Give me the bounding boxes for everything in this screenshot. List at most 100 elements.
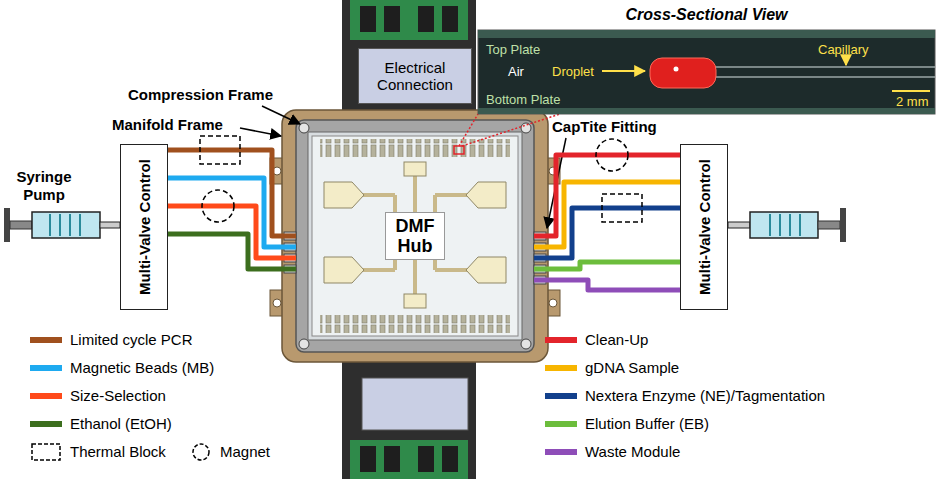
plunger-handle: [840, 208, 846, 242]
frame-window: [308, 132, 522, 340]
legend-item: Magnetic Beads (MB): [30, 358, 214, 378]
droplet: [650, 58, 716, 88]
legend-text: gDNA Sample: [585, 359, 679, 377]
capillary-wall: [712, 66, 935, 68]
legend-text: Thermal Block: [70, 443, 166, 461]
part-label: Bottom Plate: [486, 92, 560, 107]
part-label: Manifold Frame: [112, 116, 223, 134]
connector-board: [350, 0, 468, 40]
tubing-line: [534, 280, 680, 290]
top-plate: [478, 30, 935, 38]
legend-item: Limited cycle PCR: [30, 330, 193, 350]
zoom-line: [462, 114, 560, 146]
legend-text: Magnet: [220, 443, 270, 461]
legend-item: gDNA Sample: [545, 358, 679, 378]
connector-box: Electrical Connection: [358, 48, 472, 104]
tubing-line: [534, 208, 680, 258]
thermal-block-symbol: [32, 444, 60, 460]
electrical-connector: [362, 378, 468, 430]
legend-text: Magnetic Beads (MB): [70, 359, 214, 377]
legend-text: Nextera Enzyme (NE)/Tagmentation: [585, 387, 825, 405]
connector-housing: [342, 362, 476, 479]
node-title: Multi-Valve Control: [696, 159, 713, 295]
syringe-needle: [728, 222, 750, 228]
legend-text: Clean-Up: [585, 331, 648, 349]
screw: [521, 123, 531, 133]
scale-bar: [892, 90, 930, 92]
part-label: Syringe Pump: [4, 168, 84, 204]
legend-swatch: [30, 421, 62, 427]
node-title: Cross-Sectional View: [478, 6, 935, 24]
pointer-arrow: [845, 58, 847, 65]
node-title: Multi-Valve Control: [136, 159, 153, 295]
legend-item: Ethanol (EtOH): [30, 414, 172, 434]
legend-item: Waste Module: [545, 442, 680, 462]
mount-hole: [273, 299, 281, 307]
reservoir-electrode: [466, 257, 506, 283]
zoom-marker: [454, 146, 464, 154]
syringe-barrel: [32, 212, 100, 238]
mount-hole: [549, 299, 557, 307]
leader-arrow: [262, 106, 300, 124]
cross-section-inset: Cross-Sectional ViewTop PlateAirDropletC…: [478, 30, 935, 114]
part-label: CapTite Fitting: [552, 118, 657, 136]
legend-swatch: [545, 337, 577, 343]
hub-chip: DMF Hub: [296, 120, 534, 352]
plunger-rod: [818, 221, 840, 229]
legend-swatch: [545, 449, 577, 455]
barrel-marks: [770, 214, 800, 236]
legend-symbol: [190, 442, 212, 462]
tubing-line: [534, 155, 680, 236]
reservoir-electrode: [466, 182, 506, 208]
leader-arrow: [240, 128, 281, 136]
legend-item: Thermal Block: [30, 442, 166, 462]
magnet: [596, 139, 628, 171]
legend-swatch: [30, 365, 62, 371]
tubing-group: [168, 150, 680, 290]
screw: [299, 123, 309, 133]
tubing-line: [168, 234, 296, 269]
connector-pin: [384, 446, 400, 472]
electrode: [404, 294, 426, 308]
connector-pin: [384, 6, 400, 32]
node-title: DMF Hub: [385, 212, 445, 260]
legend-symbol: [30, 442, 62, 462]
part-label: Capillary: [818, 42, 869, 57]
pointer-arrow: [602, 70, 645, 72]
reservoir-electrode: [324, 257, 364, 283]
connector-pin: [418, 6, 434, 32]
connector-board: [350, 440, 468, 479]
screw: [299, 339, 309, 349]
tubing-line: [534, 262, 680, 269]
tubing-line: [534, 182, 680, 247]
reservoir-electrode: [324, 182, 364, 208]
node-title: Electrical Connection: [359, 59, 471, 93]
plunger-rod: [10, 221, 32, 229]
legend-text: Limited cycle PCR: [70, 331, 193, 349]
electrode: [404, 162, 426, 176]
connector-housing: [342, 0, 476, 112]
legend-item: Elution Buffer (EB): [545, 414, 709, 434]
capillary-wall: [712, 76, 935, 78]
connector-pin: [360, 6, 376, 32]
magnet: [202, 190, 234, 222]
bottom-plate: [478, 108, 935, 114]
legend-item: Magnet: [190, 442, 270, 462]
connector-pin: [442, 6, 458, 32]
legend-swatch: [30, 337, 62, 343]
thermal-block: [602, 194, 642, 222]
magnet-symbol: [193, 444, 209, 460]
droplet-highlight: [674, 67, 679, 72]
legend-text: Waste Module: [585, 443, 680, 461]
electrode-path: [362, 165, 468, 305]
plunger-handle: [4, 208, 10, 242]
connector-pin: [442, 446, 458, 472]
thermal-block: [200, 136, 240, 164]
contact-pads: [320, 315, 510, 333]
connector-pin: [418, 446, 434, 472]
legend-text: Elution Buffer (EB): [585, 415, 709, 433]
part-label: 2 mm: [896, 94, 929, 109]
legend-swatch: [545, 365, 577, 371]
manifold-frame: [282, 110, 548, 362]
